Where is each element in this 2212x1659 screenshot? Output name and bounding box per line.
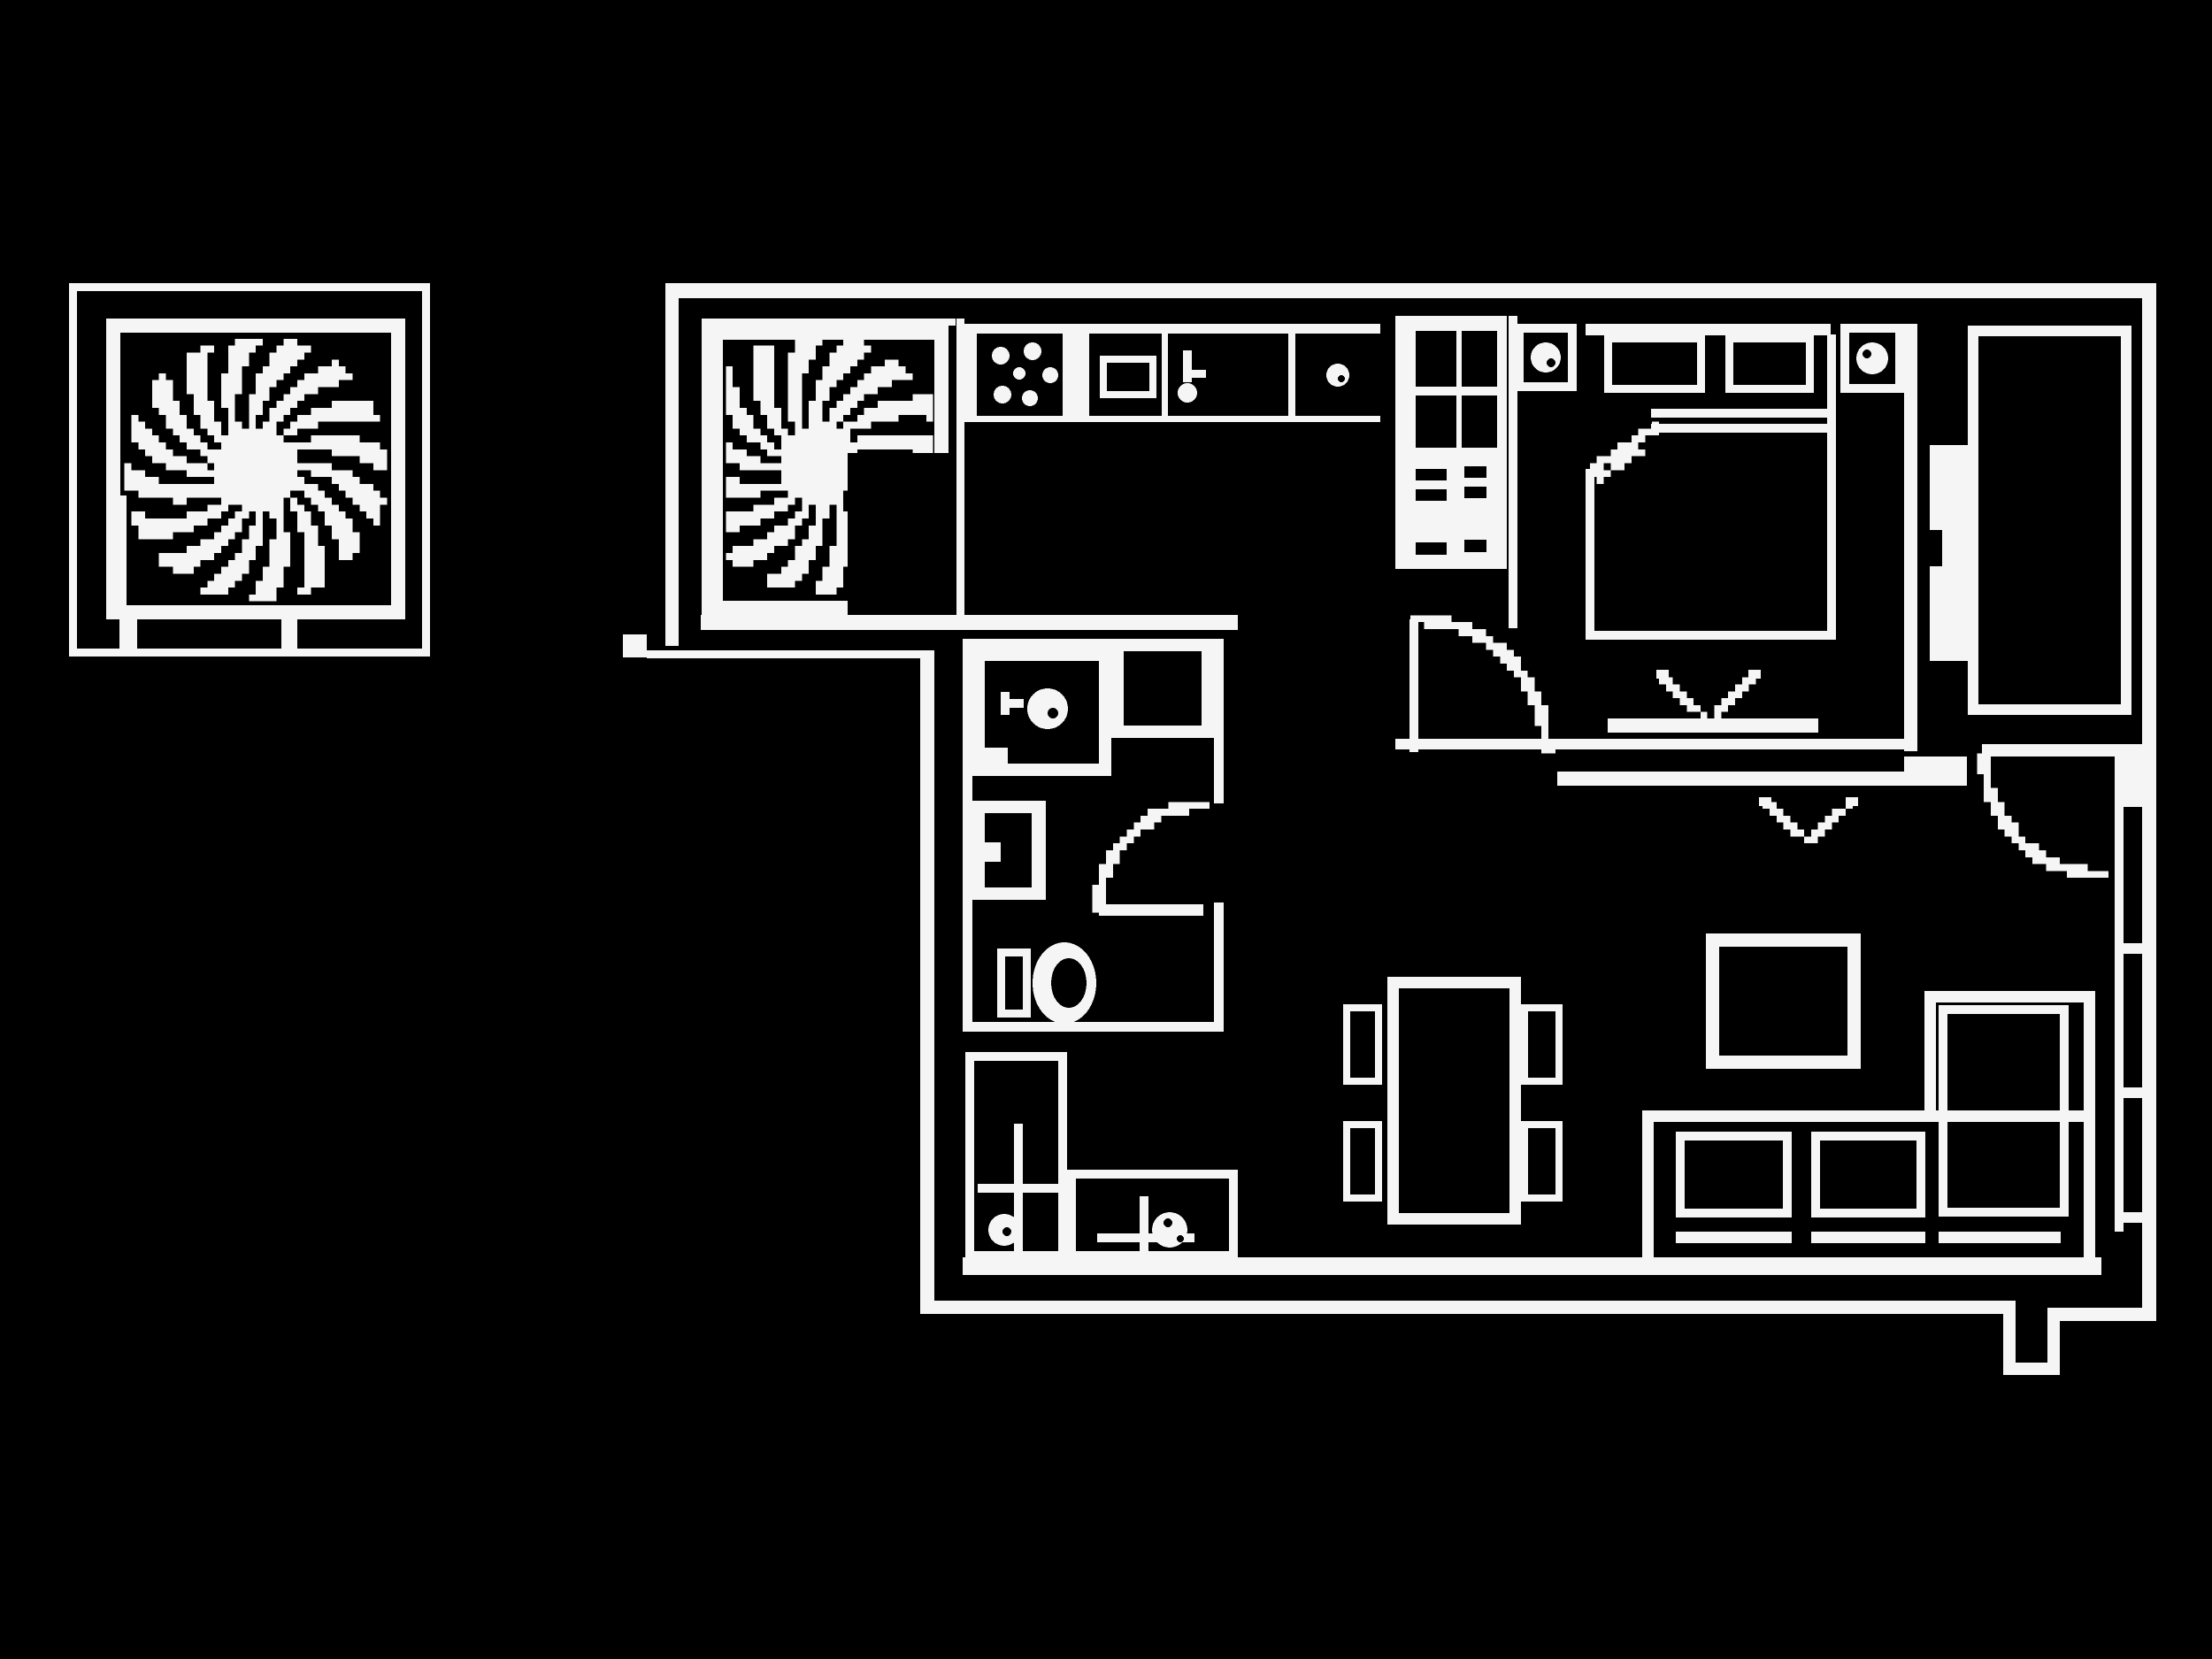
- window-right: [2115, 744, 2156, 1232]
- stair-shaft-spiral: [106, 319, 405, 657]
- coffee-table: [1706, 933, 1861, 1069]
- bedroom-door: [1409, 615, 1555, 754]
- nightstand-left: [1515, 324, 1577, 391]
- stair-shaft-outline: [69, 283, 430, 657]
- sofa: [1642, 991, 2095, 1275]
- bedroom-south-wall: [1395, 739, 1967, 786]
- toilet: [997, 942, 1096, 1024]
- walkin-closet: [1968, 326, 2131, 715]
- kitchen-counter: [964, 324, 1380, 422]
- kitchen-divider-wall: [956, 319, 964, 615]
- apartment-stairwell: [702, 319, 956, 615]
- hallway-wall: [701, 615, 1238, 630]
- bedroom-tv: [1608, 670, 1818, 733]
- bed: [1586, 324, 1836, 640]
- bedroom-east-wall: [1904, 324, 1917, 751]
- dining-table: [1387, 977, 1521, 1225]
- dining-chairs: [1343, 1004, 1563, 1202]
- living-room-tv: [1759, 797, 1858, 844]
- bathroom-door: [1092, 802, 1224, 916]
- duct-strip: [1930, 445, 1968, 661]
- hall-wardrobe: [1395, 316, 1507, 569]
- bedroom-west-wall: [1509, 316, 1517, 628]
- nightstand-right: [1840, 324, 1904, 393]
- kitchenette: [965, 1052, 1238, 1260]
